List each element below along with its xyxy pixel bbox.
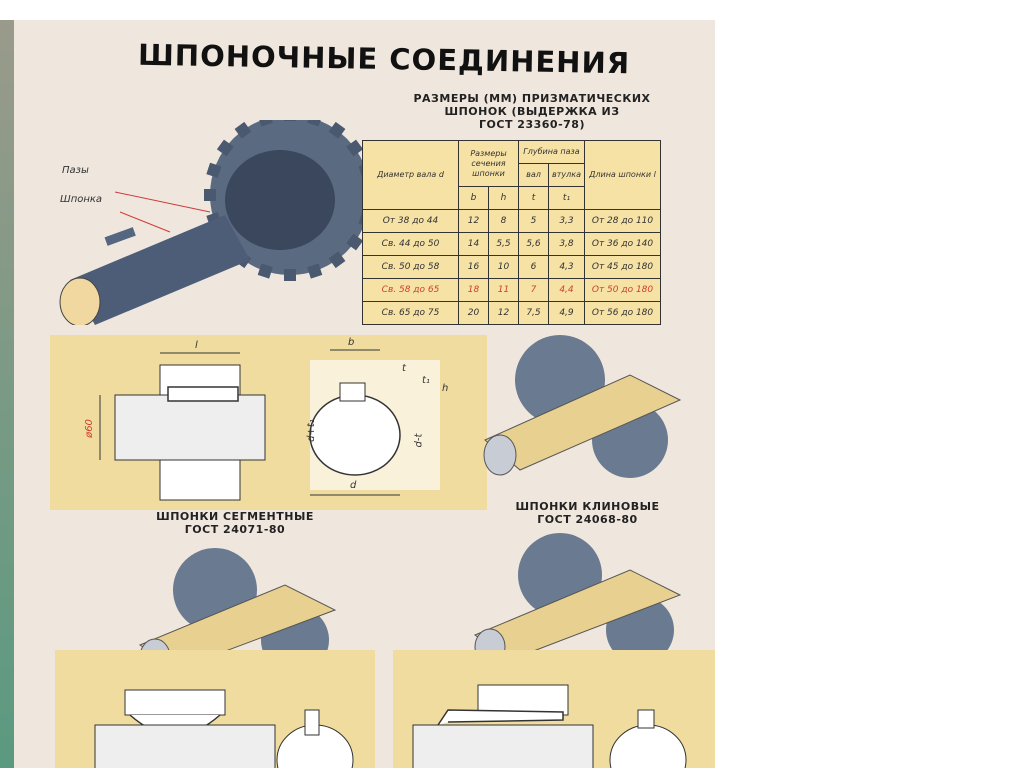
dim-d60: ø60 (83, 419, 95, 438)
col-t: t (518, 186, 549, 210)
row-diameter: Св. 44 до 50 (362, 232, 459, 256)
col-hub: втулка (548, 163, 585, 187)
gear-tooth (234, 121, 252, 139)
row-h: 8 (488, 209, 519, 233)
col-shaft: вал (518, 163, 549, 187)
row-h: 5,5 (488, 232, 519, 256)
wall-edge (0, 20, 14, 768)
row-diameter: Св. 65 до 75 (362, 301, 459, 325)
gear-tooth (346, 139, 364, 157)
col-h: h (488, 186, 519, 210)
row-b: 20 (458, 301, 489, 325)
dim-d-plus-t1: d+t₁ (305, 419, 317, 442)
row-t: 7 (518, 278, 549, 302)
gear-tooth (206, 162, 222, 178)
table-title: РАЗМЕРЫ (ММ) ПРИЗМАТИЧЕСКИХ ШПОНОК (ВЫДЕ… (372, 92, 692, 131)
prismatic-key-gear-illustration (483, 335, 682, 478)
row-length: От 36 до 140 (584, 232, 661, 256)
gear-tooth (328, 121, 346, 139)
caption-line: ШПОНКИ КЛИНОВЫЕ (515, 500, 660, 513)
dim-d-minus-t: d-t (413, 433, 425, 448)
poster: ШПОНОЧНЫЕ СОЕДИНЕНИЯ РАЗМЕРЫ (ММ) ПРИЗМА… (0, 20, 715, 768)
gear-tooth (284, 120, 296, 121)
row-h: 11 (488, 278, 519, 302)
col-t1: t₁ (548, 186, 585, 210)
row-length: От 56 до 180 (584, 301, 661, 325)
gear-tooth (257, 263, 273, 279)
table-title-line: ШПОНОК (ВЫДЕРЖКА ИЗ (444, 105, 620, 118)
caption-line: ГОСТ 24068-80 (537, 513, 638, 526)
wedge-key-illustration (473, 533, 682, 666)
row-t: 5,6 (518, 232, 549, 256)
row-b: 16 (458, 255, 489, 279)
dim-b: b (348, 337, 355, 348)
table-title-line: РАЗМЕРЫ (ММ) ПРИЗМАТИЧЕСКИХ (413, 92, 651, 105)
gear-tooth (328, 251, 346, 269)
row-h: 10 (488, 255, 519, 279)
row-t1: 3,3 (548, 209, 585, 233)
segment-key-drawing (94, 689, 354, 768)
wedge-key-drawing (412, 684, 687, 768)
row-length: От 45 до 180 (584, 255, 661, 279)
row-diameter: Св. 58 до 65 (362, 278, 459, 302)
dim-h: h (442, 383, 449, 394)
gear-tooth (346, 233, 364, 251)
wedge-key-drawing-panel (393, 650, 715, 768)
row-t1: 4,3 (548, 255, 585, 279)
row-b: 18 (458, 278, 489, 302)
gear-tooth (204, 189, 216, 201)
caption-line: ШПОНКИ СЕГМЕНТНЫЕ (156, 510, 314, 523)
row-b: 12 (458, 209, 489, 233)
gear-tooth (257, 120, 273, 127)
gear-tooth (307, 263, 323, 279)
row-b: 14 (458, 232, 489, 256)
gear-tooth (307, 120, 323, 127)
section-drawing-panel: l b t h t₁ ø60 d+t₁ d-t d (50, 335, 487, 510)
label-key: Шпонка (60, 194, 103, 205)
caption-wedge-keys: ШПОНКИ КЛИНОВЫЕ ГОСТ 24068-80 (490, 500, 685, 526)
table-title-line: ГОСТ 23360-78) (479, 118, 585, 131)
segment-key-drawing-panel (55, 650, 375, 768)
key-section-drawing (99, 349, 440, 501)
col-b: b (458, 186, 489, 210)
label-slots: Пазы (62, 165, 89, 176)
dim-l: l (195, 340, 198, 351)
row-t1: 3,8 (548, 232, 585, 256)
col-diameter: Диаметр вала d (362, 140, 459, 210)
gear-tooth (216, 139, 234, 157)
caption-line: ГОСТ 24071-80 (184, 523, 286, 536)
key-dimensions-table: Диаметр вала d Размеры сечения шпонки Гл… (362, 140, 661, 325)
col-section: Размеры сечения шпонки (458, 140, 519, 187)
row-diameter: Св. 50 до 58 (362, 255, 459, 279)
row-h: 12 (488, 301, 519, 325)
col-depth: Глубина паза (518, 140, 585, 164)
row-length: От 50 до 180 (584, 278, 661, 302)
row-t1: 4,4 (548, 278, 585, 302)
gear-shaft-illustration (59, 120, 365, 325)
poster-title: ШПОНОЧНЫЕ СОЕДИНЕНИЯ (137, 37, 631, 81)
gear-tooth (284, 269, 296, 281)
col-length: Длина шпонки l (584, 140, 661, 210)
dim-d: d (350, 480, 357, 491)
dim-t1: t₁ (422, 375, 430, 386)
row-diameter: От 38 до 44 (362, 209, 459, 233)
dim-t: t (402, 363, 406, 374)
row-length: От 28 до 110 (584, 209, 661, 233)
row-t: 5 (518, 209, 549, 233)
row-t: 7,5 (518, 301, 549, 325)
caption-segment-keys: ШПОНКИ СЕГМЕНТНЫЕ ГОСТ 24071-80 (120, 510, 350, 536)
row-t1: 4,9 (548, 301, 585, 325)
row-t: 6 (518, 255, 549, 279)
